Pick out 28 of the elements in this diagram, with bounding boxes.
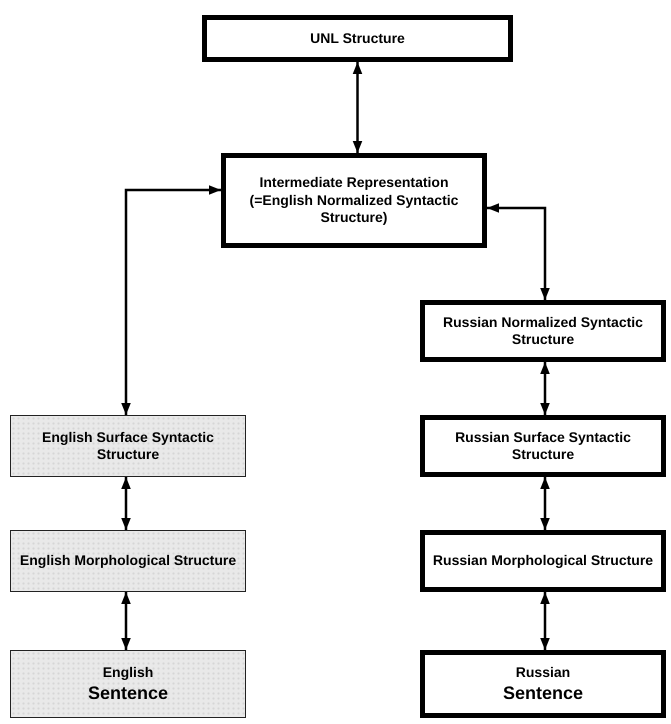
double-arrow (487, 203, 550, 300)
node-label: Sentence (502, 682, 584, 704)
node-label: Russian Normalized Syntactic Structure (442, 314, 644, 348)
shaded-box (10, 530, 246, 592)
double-arrow (540, 477, 550, 530)
process-box (420, 415, 666, 477)
node-label: Intermediate Representation (=English Normalized Syntactic Structure) (248, 174, 460, 227)
node-label: Russian Morphological Structure (432, 552, 654, 570)
node-label: Sentence (86, 682, 170, 704)
node-label: English Morphological Structure (18, 552, 238, 570)
shaded-box (10, 650, 246, 718)
double-arrow (121, 592, 131, 650)
process-box (202, 15, 513, 62)
node-label: English Surface Syntactic Structure (41, 428, 215, 464)
node-label: Russian Surface Syntactic Structure (454, 428, 632, 464)
shaded-box (10, 415, 246, 477)
node-label: UNL Structure (309, 30, 406, 48)
process-box (221, 153, 487, 248)
double-arrow (540, 362, 550, 415)
node-label: English (102, 664, 154, 682)
process-box (420, 300, 666, 362)
double-arrow (121, 185, 221, 415)
double-arrow (352, 62, 362, 153)
double-arrow (540, 592, 550, 650)
double-arrow (121, 477, 131, 530)
process-box (420, 530, 666, 592)
process-box (420, 650, 666, 718)
node-label: Russian (514, 664, 572, 682)
